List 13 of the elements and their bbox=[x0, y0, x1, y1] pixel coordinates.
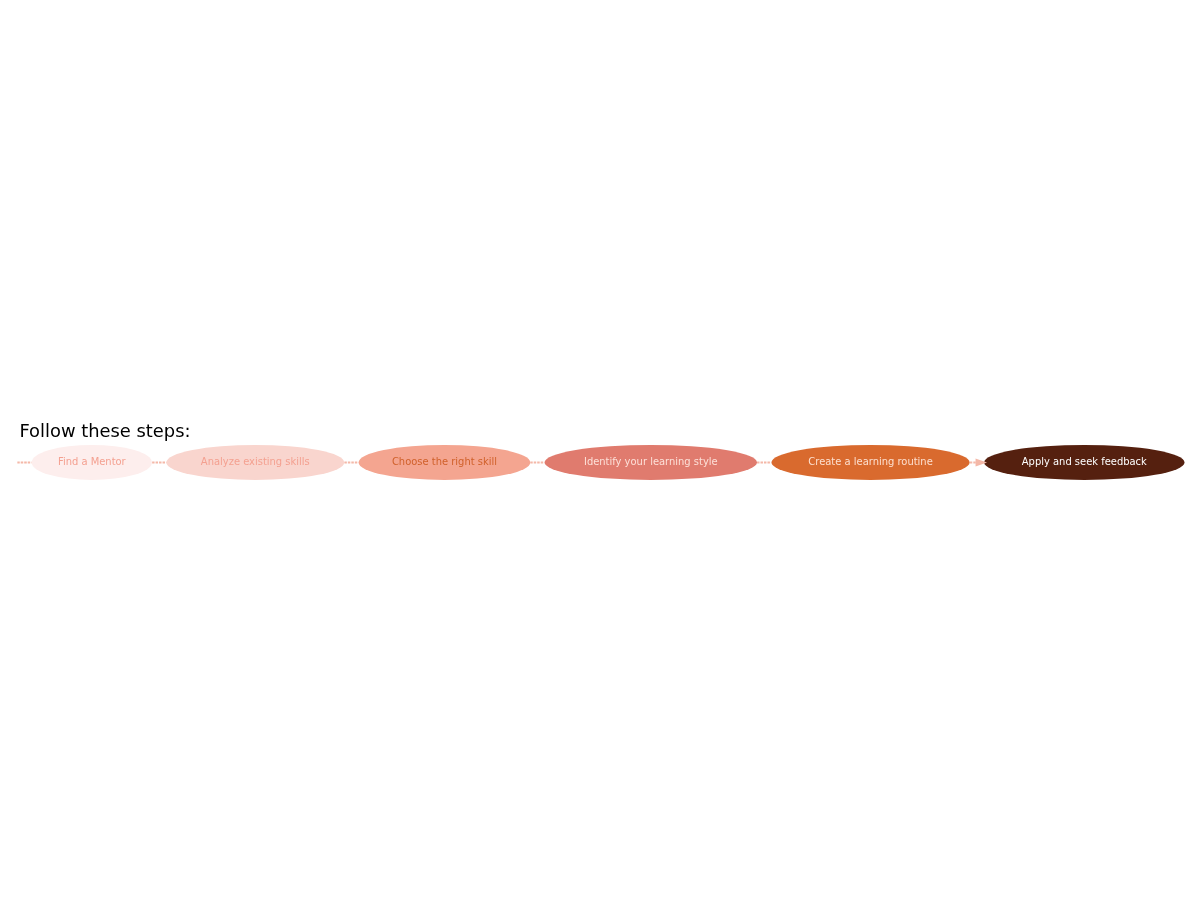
node-ellipse: Analyze existing skills bbox=[166, 444, 345, 480]
node-ellipse: Choose the right skill bbox=[358, 444, 531, 480]
node-ellipse: Create a learning routine bbox=[771, 444, 970, 480]
arrow bbox=[968, 457, 987, 466]
connector bbox=[756, 460, 773, 463]
node-ellipse: Identify your learning style bbox=[544, 444, 757, 480]
connector bbox=[529, 460, 546, 463]
node-ellipse: Find a Mentor bbox=[31, 444, 152, 480]
diagram-title: Follow these steps: bbox=[19, 419, 191, 441]
connector bbox=[343, 460, 360, 463]
connector bbox=[151, 460, 168, 463]
node-ellipse: Apply and seek feedback bbox=[984, 444, 1185, 480]
connector bbox=[16, 460, 33, 463]
